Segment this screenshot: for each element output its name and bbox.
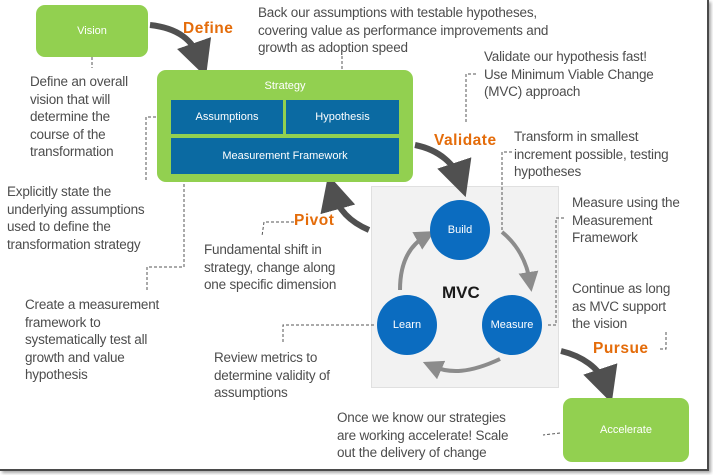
stage-validate: Validate [434,132,497,149]
build-label: Build [447,224,473,236]
mvc-learn-circle: Learn [377,295,437,355]
stage-define: Define [183,20,234,37]
accelerate-box: Accelerate [563,398,689,462]
note-hypothesis: Back our assumptions with testable hypot… [258,5,549,55]
hypothesis-label: Hypothesis [315,111,370,123]
learn-label: Learn [392,319,422,331]
note-build: Transform in smallest increment possible… [514,129,669,179]
assumptions-label: Assumptions [195,111,259,123]
measurement-framework-label: Measurement Framework [222,150,348,162]
mvc-title: MVC [442,283,480,302]
mvc-measure-circle: Measure [482,295,542,355]
measure-label: Measure [490,319,534,331]
accelerate-label: Accelerate [600,424,652,436]
measurement-framework-cell: Measurement Framework [171,138,399,174]
vision-label: Vision [77,25,107,37]
assumptions-cell: Assumptions [171,100,283,134]
vision-box: Vision [36,5,148,57]
stage-pursue: Pursue [593,340,649,357]
note-measure: Measure using the Measurement Framework [572,195,680,245]
mvc-build-circle: Build [430,200,490,260]
strategy-title: Strategy [264,80,306,92]
note-validate: Validate our hypothesis fast! Use Minimu… [484,49,654,99]
note-assumptions: Explicitly state the underlying assumpti… [7,184,145,252]
stage-pivot: Pivot [294,212,335,229]
hypothesis-cell: Hypothesis [286,100,399,134]
note-learn: Review metrics to determine validity of … [214,350,330,400]
note-vision: Define an overall vision that will deter… [30,74,128,159]
note-pivot: Fundamental shift in strategy, change al… [204,242,337,292]
note-pursue: Continue as long as MVC support the visi… [572,281,671,331]
note-accelerate: Once we know our strategies are working … [337,410,509,460]
note-measurement-framework: Create a measurement framework to system… [25,297,160,382]
